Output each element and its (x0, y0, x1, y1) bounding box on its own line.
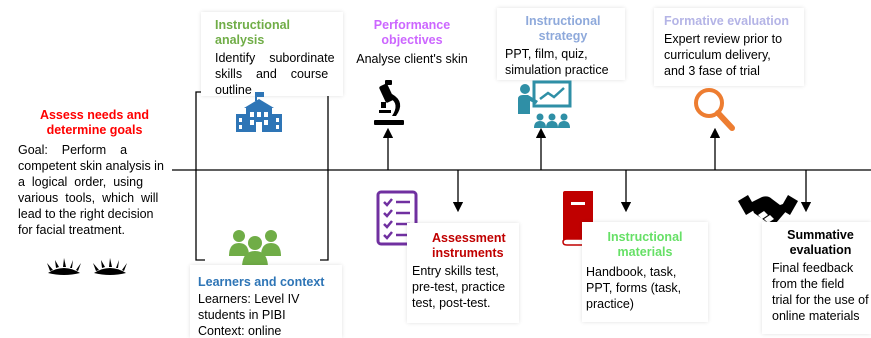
assessment-text: Entry skills test, pre-test, practice te… (412, 263, 513, 311)
summative-box: Summative evaluation Final feedback from… (762, 222, 871, 334)
strategy-line: PPT, film, quiz, (505, 47, 588, 61)
formative-text: Expert review prior to curriculum delive… (664, 31, 800, 79)
needs-line: various tools, which will (18, 191, 159, 205)
assessment-box: Assessment instruments Entry skills test… (407, 223, 519, 323)
strategy-title-line2: strategy (538, 29, 588, 43)
learners-title: Learners and context (198, 275, 325, 289)
summative-line: trial for the use of (772, 293, 869, 307)
materials-line: PPT, forms (task, (586, 281, 682, 295)
analysis-box: Instructional analysis Identify subordin… (201, 12, 343, 98)
strategy-line: simulation practice (505, 63, 609, 77)
strategy-text: PPT, film, quiz, simulation practice (505, 46, 621, 78)
materials-title: Instructional materials (586, 230, 704, 260)
materials-line: Handbook, task, (586, 265, 677, 279)
school-building-icon (236, 92, 282, 132)
learners-bracket (320, 91, 329, 261)
materials-title-line1: Instructional (607, 230, 683, 244)
analysis-text: Identify subordinate skills and course o… (215, 50, 337, 98)
formative-title: Formative evaluation (664, 14, 790, 28)
magnifying-glass-icon (694, 88, 735, 131)
summative-line: from the field (772, 277, 845, 291)
needs-title-line2: determine goals (46, 123, 143, 137)
needs-line: a logical order, using (18, 175, 144, 189)
summative-text: Final feedback from the field trial for … (772, 260, 869, 324)
materials-box: Instructional materials Handbook, task, … (582, 222, 708, 322)
summative-line: online materials (772, 309, 860, 323)
summative-title: Summative evaluation (772, 228, 869, 258)
assessment-title-line2: instruments (432, 246, 504, 260)
needs-line: competent skin analysis in (18, 159, 164, 173)
learners-line: Context: online (198, 324, 282, 338)
analysis-title: Instructional analysis (215, 18, 291, 47)
learners-line: students in PIBI (198, 308, 286, 322)
needs-line: Goal: Perform a (18, 143, 128, 157)
objectives-title: Performance objectives (348, 18, 476, 48)
needs-title: Assess needs and determine goals (18, 108, 171, 138)
eyelashes-icon (47, 258, 127, 275)
teacher-presentation-icon (518, 80, 572, 128)
assessment-line: Entry skills test, (412, 264, 499, 278)
objectives-title-line1: Performance (373, 18, 451, 32)
assessment-line: pre-test, practice (412, 280, 506, 294)
materials-title-line2: materials (617, 245, 673, 259)
strategy-title: Instructional strategy (505, 14, 621, 44)
objectives-text: Analyse client's skin (356, 52, 468, 66)
analysis-line: skills and course (215, 67, 329, 81)
needs-line: lead to the right decision (18, 207, 154, 221)
summative-line: Final feedback (772, 261, 854, 275)
materials-line: practice) (586, 297, 634, 311)
needs-title-line1: Assess needs and (39, 108, 150, 122)
analysis-bracket (195, 91, 205, 261)
objectives-box: Performance objectives Analyse client's … (348, 18, 476, 76)
assessment-title: Assessment instruments (412, 231, 513, 261)
analysis-line: outline (215, 83, 252, 97)
summative-title-line2: evaluation (789, 243, 852, 257)
group-people-icon (229, 230, 281, 268)
summative-title-line1: Summative (787, 228, 854, 242)
learners-box: Learners and context Learners: Level IV … (190, 265, 342, 338)
learners-line: Learners: Level IV (198, 292, 300, 306)
analysis-line: Identify subordinate (215, 51, 335, 65)
needs-box: Assess needs and determine goals Goal: P… (18, 108, 171, 260)
assessment-title-line1: Assessment (432, 231, 506, 245)
microscope-icon (374, 80, 404, 125)
needs-text: Goal: Perform a competent skin analysis … (18, 142, 171, 238)
objectives-title-line2: objectives (381, 33, 443, 47)
materials-text: Handbook, task, PPT, forms (task, practi… (586, 264, 704, 312)
strategy-box: Instructional strategy PPT, film, quiz, … (497, 8, 625, 80)
formative-box: Formative evaluation Expert review prior… (654, 8, 804, 86)
handshake-icon (738, 195, 798, 225)
assessment-line: test, post-test. (412, 296, 491, 310)
strategy-title-line1: Instructional (525, 14, 601, 28)
formative-line: Expert review prior to (664, 32, 783, 46)
formative-line: and 3 fase of trial (664, 64, 760, 78)
formative-line: curriculum delivery, (664, 48, 771, 62)
needs-line: for facial treatment. (18, 223, 125, 237)
learners-text: Learners: Level IV students in PIBI Cont… (198, 291, 336, 338)
